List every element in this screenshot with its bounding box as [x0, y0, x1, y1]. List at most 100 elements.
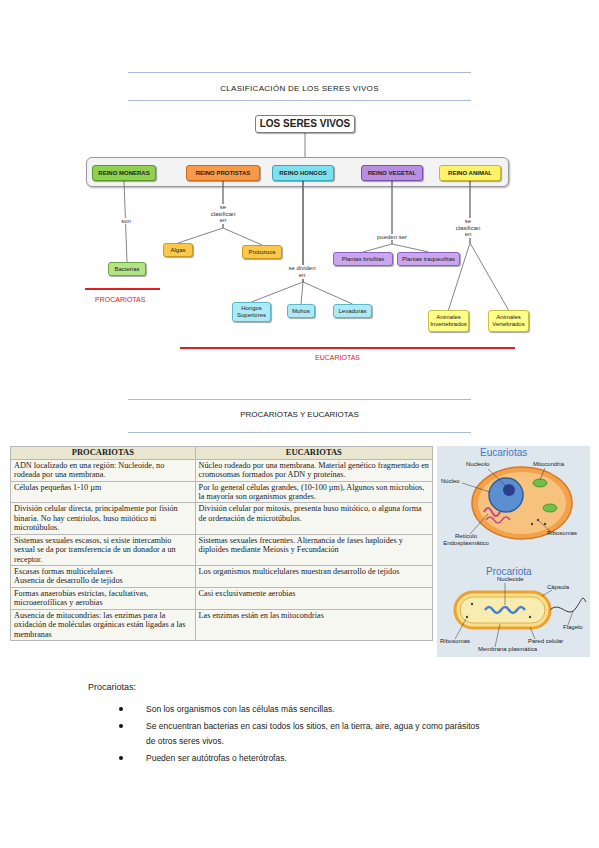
cell-text: Por lo general células grandes, (10-100 …	[199, 483, 429, 502]
rule-line	[128, 399, 471, 400]
edge-label: se clasifican en	[454, 218, 482, 239]
node-text: LOS SERES VIVOS	[260, 118, 351, 130]
connector-line	[363, 181, 392, 252]
mitochondrion	[543, 504, 557, 512]
group-label: EUCARIOTAS	[315, 354, 360, 361]
connector-line	[470, 181, 509, 310]
cell-text: Formas anaerobias estrictas, facultativa…	[14, 589, 192, 608]
part-label: Pared celular	[528, 638, 563, 645]
header-text: EUCARIOTAS	[199, 448, 429, 458]
node-text: Plantas traqueofitas	[402, 256, 455, 263]
leader-line	[470, 514, 488, 534]
group-box: Plantas traqueofitas	[397, 252, 460, 266]
connector-line	[305, 133, 306, 157]
bullet-text: Se encuentran bacterias en casi todos lo…	[146, 719, 481, 750]
leader-line	[539, 521, 550, 531]
node-text: Animales Invertebrados	[429, 314, 468, 328]
cell-text: ADN localizado en una región: Nucleoide,…	[14, 461, 192, 480]
group-box: Animales Invertebrados	[428, 310, 469, 332]
part-label: Núcleo	[441, 478, 460, 485]
illustration-background	[437, 446, 590, 657]
connector-line	[252, 181, 304, 302]
leader-line	[488, 469, 507, 487]
table-row: ADN localizado en una región: Nucleoide,…	[11, 459, 433, 481]
cell-membrane	[460, 597, 545, 623]
cell-text: Ausencia de desarrollo de tejidos	[14, 576, 192, 585]
part-label: Ribosomas	[547, 530, 577, 537]
part-label: Nucleolo	[466, 461, 489, 468]
root-box: LOS SERES VIVOS	[255, 115, 355, 133]
group-box: Hongos Superiores	[232, 302, 271, 322]
group-box: Mohos	[287, 304, 315, 318]
node-text: Animales Vertebrados	[489, 314, 528, 328]
table-row: PROCARIOTASEUCARIOTAS	[11, 447, 433, 460]
table-cell: ADN localizado en una región: Nucleoide,…	[11, 459, 196, 481]
section-title: PROCARIOTAS Y EUCARIOTAS	[0, 410, 599, 419]
ribosome	[471, 603, 473, 605]
edge-label: se clasifican en	[209, 204, 237, 225]
leader-line	[455, 619, 466, 639]
part-label: Retículo Endosplasmático	[440, 533, 492, 546]
bullet-text: Son los organismos con las células más s…	[146, 702, 481, 717]
group-box: Animales Vertebrados	[488, 310, 529, 332]
mitochondrion	[533, 479, 547, 487]
cell-text: Ausencia de mitocondrias: las enzimas pa…	[14, 611, 192, 639]
part-label: Cápsula	[547, 584, 569, 591]
kingdom-box: REINO PROTISTAS	[186, 165, 260, 181]
ribosome	[529, 616, 531, 618]
leader-line	[495, 624, 500, 647]
group-rule	[85, 288, 160, 290]
cell-text: Escasas formas multicelulares	[14, 567, 192, 576]
table-row: Células pequeñas 1-10 µmPor lo general c…	[11, 481, 433, 503]
node-text: REINO HONGOS	[279, 170, 326, 177]
leader-line	[530, 627, 535, 639]
page-title: CLASIFICACIÓN DE LOS SERES VIVOS	[0, 84, 599, 93]
group-label: PROCARIOTAS	[95, 296, 145, 303]
leader-line	[462, 483, 490, 492]
group-rule	[180, 347, 515, 349]
node-text: Protozoos	[248, 249, 275, 256]
prokaryote-cell	[455, 592, 550, 628]
table-cell: Núcleo rodeado por una membrana. Materia…	[195, 459, 432, 481]
edge-label: son	[116, 218, 136, 225]
group-box: Protozoos	[242, 245, 282, 259]
table-cell: Los organismos multicelulares muestran d…	[195, 565, 432, 587]
table-row: Ausencia de mitocondrias: las enzimas pa…	[11, 609, 433, 640]
part-label: Mitocondria	[533, 461, 564, 468]
ribosome	[466, 616, 468, 618]
table-row: Formas anaerobias estrictas, facultativa…	[11, 587, 433, 609]
leader-line	[542, 590, 552, 596]
rule-line	[128, 72, 471, 73]
kingdom-box: REINO VEGETAL	[361, 165, 423, 181]
connector-line	[392, 181, 429, 252]
cell-text: División celular directa, principalmente…	[14, 504, 192, 532]
nucleoid	[485, 607, 525, 613]
node-text: REINO PROTISTAS	[196, 170, 251, 177]
table-cell: Formas anaerobias estrictas, facultativa…	[11, 587, 196, 609]
leader-line	[505, 583, 506, 605]
node-text: REINO MONERAS	[98, 170, 149, 177]
bullet-dot	[119, 724, 123, 728]
group-box: Bacterias	[108, 262, 146, 276]
bullet-dot	[119, 707, 123, 711]
nucleus	[489, 478, 523, 512]
table-row: Sistemas sexuales escasos, si existe int…	[11, 534, 433, 565]
part-label: Membrana plasmática	[478, 646, 537, 653]
group-box: Algas	[163, 243, 193, 257]
leader-line	[540, 468, 545, 480]
kingdom-box: REINO HONGOS	[272, 165, 334, 181]
cell-text: Las enzimas están en las mitocondrias	[199, 611, 429, 620]
edge-label: pueden ser	[372, 234, 412, 241]
cell-text: Sistemas sexuales escasos, si existe int…	[14, 536, 192, 564]
table-cell: Escasas formas multicelularesAusencia de…	[11, 565, 196, 587]
kingdom-box: REINO ANIMAL	[439, 165, 501, 181]
table-cell: Por lo general células grandes, (10-100 …	[195, 481, 432, 503]
rule-line	[128, 432, 471, 433]
ribosome	[537, 519, 539, 521]
table-header-cell: EUCARIOTAS	[195, 447, 432, 460]
cell-text: Casi exclusivamente aerobias	[199, 589, 429, 598]
cell-text: División celular por mitosis, presenta h…	[199, 504, 429, 523]
rule-line	[128, 100, 471, 101]
node-text: Mohos	[292, 308, 310, 315]
